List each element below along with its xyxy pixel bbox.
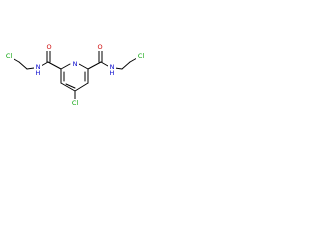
bond-ring-inner-bottom <box>65 83 76 89</box>
bond-ring-n1-c6 <box>78 63 89 70</box>
molecule-structure-diagram: Cl N H O N O N H Cl Cl <box>0 0 150 150</box>
atom-ring-chlorine: Cl <box>72 99 79 107</box>
atom-right-chlorine: Cl <box>138 52 145 60</box>
atom-left-amide-hydrogen: H <box>36 69 41 77</box>
atom-right-amide-hydrogen: H <box>110 69 115 77</box>
bond-ch2-ch2-left <box>18 61 28 70</box>
atom-right-amide-nitrogen: N <box>110 63 115 71</box>
atom-left-chlorine: Cl <box>6 52 13 60</box>
bond-ring-c4-c3 <box>60 82 76 92</box>
bond-co-ring-right <box>87 61 102 70</box>
bond-nh-ch2-right <box>114 67 123 70</box>
bond-ch2-nh-left <box>26 67 35 70</box>
bonds <box>11 50 138 100</box>
molecule-svg: Cl N H O N O N H Cl Cl <box>4 43 146 107</box>
atom-right-carbonyl-oxygen: O <box>97 43 102 51</box>
bond-co-ring-left <box>47 61 62 70</box>
bond-ring-c5-c4 <box>74 82 89 92</box>
atom-ring-nitrogen: N <box>73 60 78 68</box>
atom-labels: Cl N H O N O N H Cl Cl <box>4 43 146 107</box>
bond-ring-c2-n1 <box>60 63 71 70</box>
bond-ch2-ch2-right <box>121 61 131 70</box>
atom-left-amide-nitrogen: N <box>36 63 41 71</box>
bond-nh-co-left <box>40 61 49 67</box>
bond-co-nh-right <box>100 61 109 67</box>
atom-left-carbonyl-oxygen: O <box>46 43 51 51</box>
bond-ch2-cl-right <box>129 57 138 63</box>
